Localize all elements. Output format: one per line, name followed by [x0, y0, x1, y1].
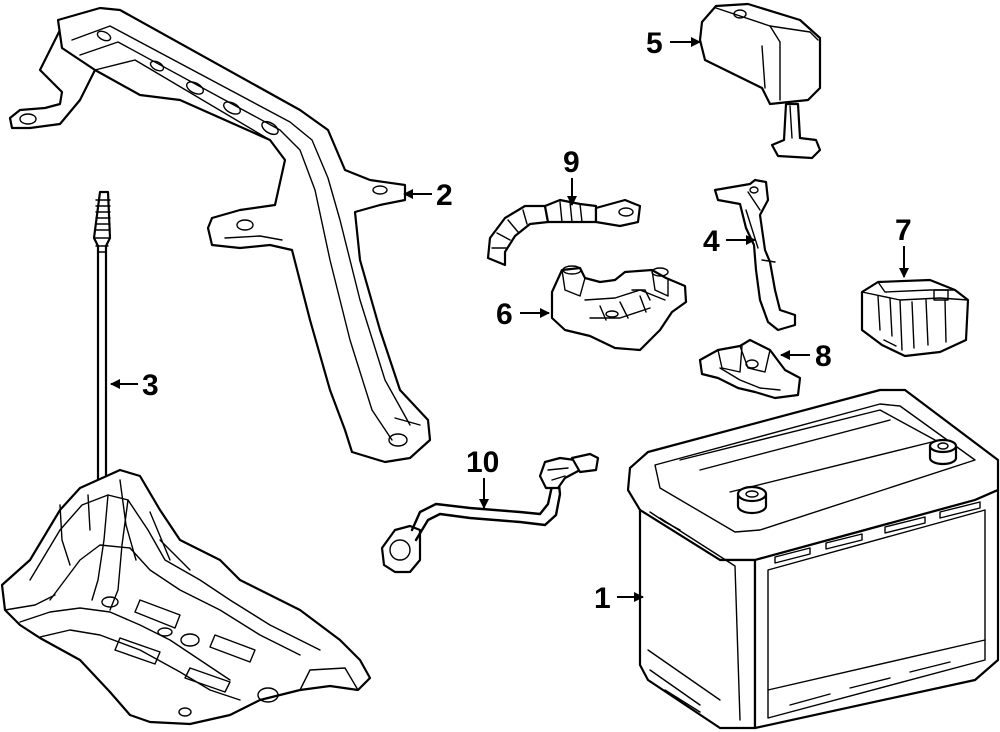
battery-tray [0, 468, 372, 726]
callout-5-label: 5 [646, 27, 663, 60]
part-3-hold-down-rod [92, 190, 112, 492]
callouts: 1 2 3 4 5 6 7 8 9 10 [110, 27, 912, 615]
callout-6-label: 6 [496, 298, 513, 331]
callout-8-label: 8 [815, 340, 832, 373]
callout-7-label: 7 [895, 214, 912, 247]
part-9-negative-cable [486, 198, 642, 267]
callout-3-label: 3 [142, 369, 159, 402]
callout-4-label: 4 [703, 225, 720, 258]
callout-1-label: 1 [594, 582, 611, 615]
part-5-terminal-cover [698, 2, 822, 160]
part-4-bracket [713, 178, 797, 332]
part-1-battery [626, 388, 1000, 730]
callout-10-label: 10 [466, 446, 499, 479]
callout-9-label: 9 [563, 146, 580, 179]
part-10-positive-cable [380, 452, 600, 574]
part-2-battery-hold-down-bracket [8, 6, 432, 464]
part-7-relay-block [860, 278, 970, 358]
part-8-clamp [698, 338, 802, 400]
callout-2-label: 2 [436, 179, 453, 212]
part-6-fusible-link-block [550, 265, 688, 352]
